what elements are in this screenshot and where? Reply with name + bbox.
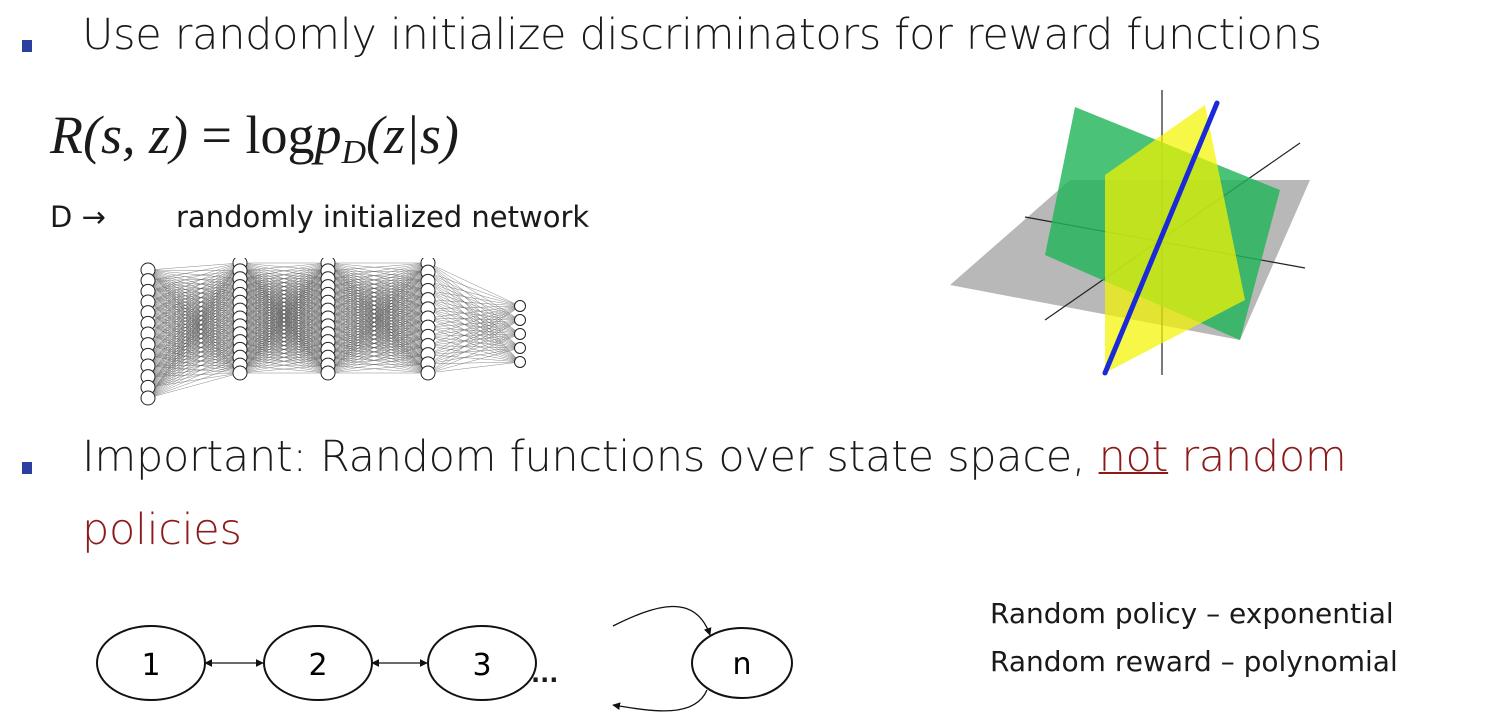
state-chain-diagram: 1 2 3 n <box>96 605 793 712</box>
network-neuron <box>140 390 156 406</box>
state-node-n <box>691 627 793 699</box>
self-loop-arrow-bottom <box>612 689 708 712</box>
network-neuron <box>514 300 526 312</box>
network-neuron <box>514 342 526 354</box>
discriminator-symbol: D → <box>50 200 106 234</box>
network-neuron <box>514 314 526 326</box>
network-neuron <box>320 365 336 381</box>
node-label-3: 3 <box>472 648 491 683</box>
chain-ellipsis: ... <box>531 660 559 688</box>
yellow-plane <box>1105 105 1245 373</box>
formula-arg: (z|s) <box>366 105 459 165</box>
reward-formula: R(s, z) = logpD(z|s) <box>50 104 459 172</box>
formula-eq: = <box>201 105 232 165</box>
bullet-marker-2 <box>22 462 32 474</box>
random-planes-3d-illustration <box>950 90 1310 376</box>
bullet-marker-1 <box>22 40 32 52</box>
network-neuron <box>514 356 526 368</box>
note-random-reward: Random reward – polynomial <box>990 645 1398 678</box>
bullet-2-line-1: Important: Random functions over state s… <box>82 432 1347 482</box>
blue-line <box>1102 100 1220 376</box>
formula-log: log <box>245 105 315 165</box>
node-label-1: 1 <box>141 648 160 683</box>
node-label-2: 2 <box>308 648 327 683</box>
discriminator-description: randomly initialized network <box>176 200 590 234</box>
bullet-2-text-main: Important: Random functions over state s… <box>82 432 1099 482</box>
node-label-n: n <box>732 647 751 682</box>
bullet-2-line-2: policies <box>82 505 242 555</box>
formula-sub: D <box>341 134 367 171</box>
network-neuron <box>514 328 526 340</box>
bullet-2-text-not: not <box>1098 432 1169 482</box>
network-neuron <box>420 365 436 381</box>
formula-p: p <box>314 105 342 165</box>
bullet-2-text-random: random <box>1168 432 1347 482</box>
neural-network-diagram <box>140 258 526 406</box>
note-random-policy: Random policy – exponential <box>990 597 1394 630</box>
bullet-1-text: Use randomly initialize discriminators f… <box>82 10 1322 60</box>
network-connections <box>147 262 521 399</box>
discriminator-line: D → randomly initialized network <box>50 200 589 234</box>
state-node-3 <box>427 625 537 701</box>
network-neuron <box>232 365 248 381</box>
formula-lhs: R(s, z) <box>50 105 188 165</box>
self-loop-arrow-top <box>612 605 712 636</box>
